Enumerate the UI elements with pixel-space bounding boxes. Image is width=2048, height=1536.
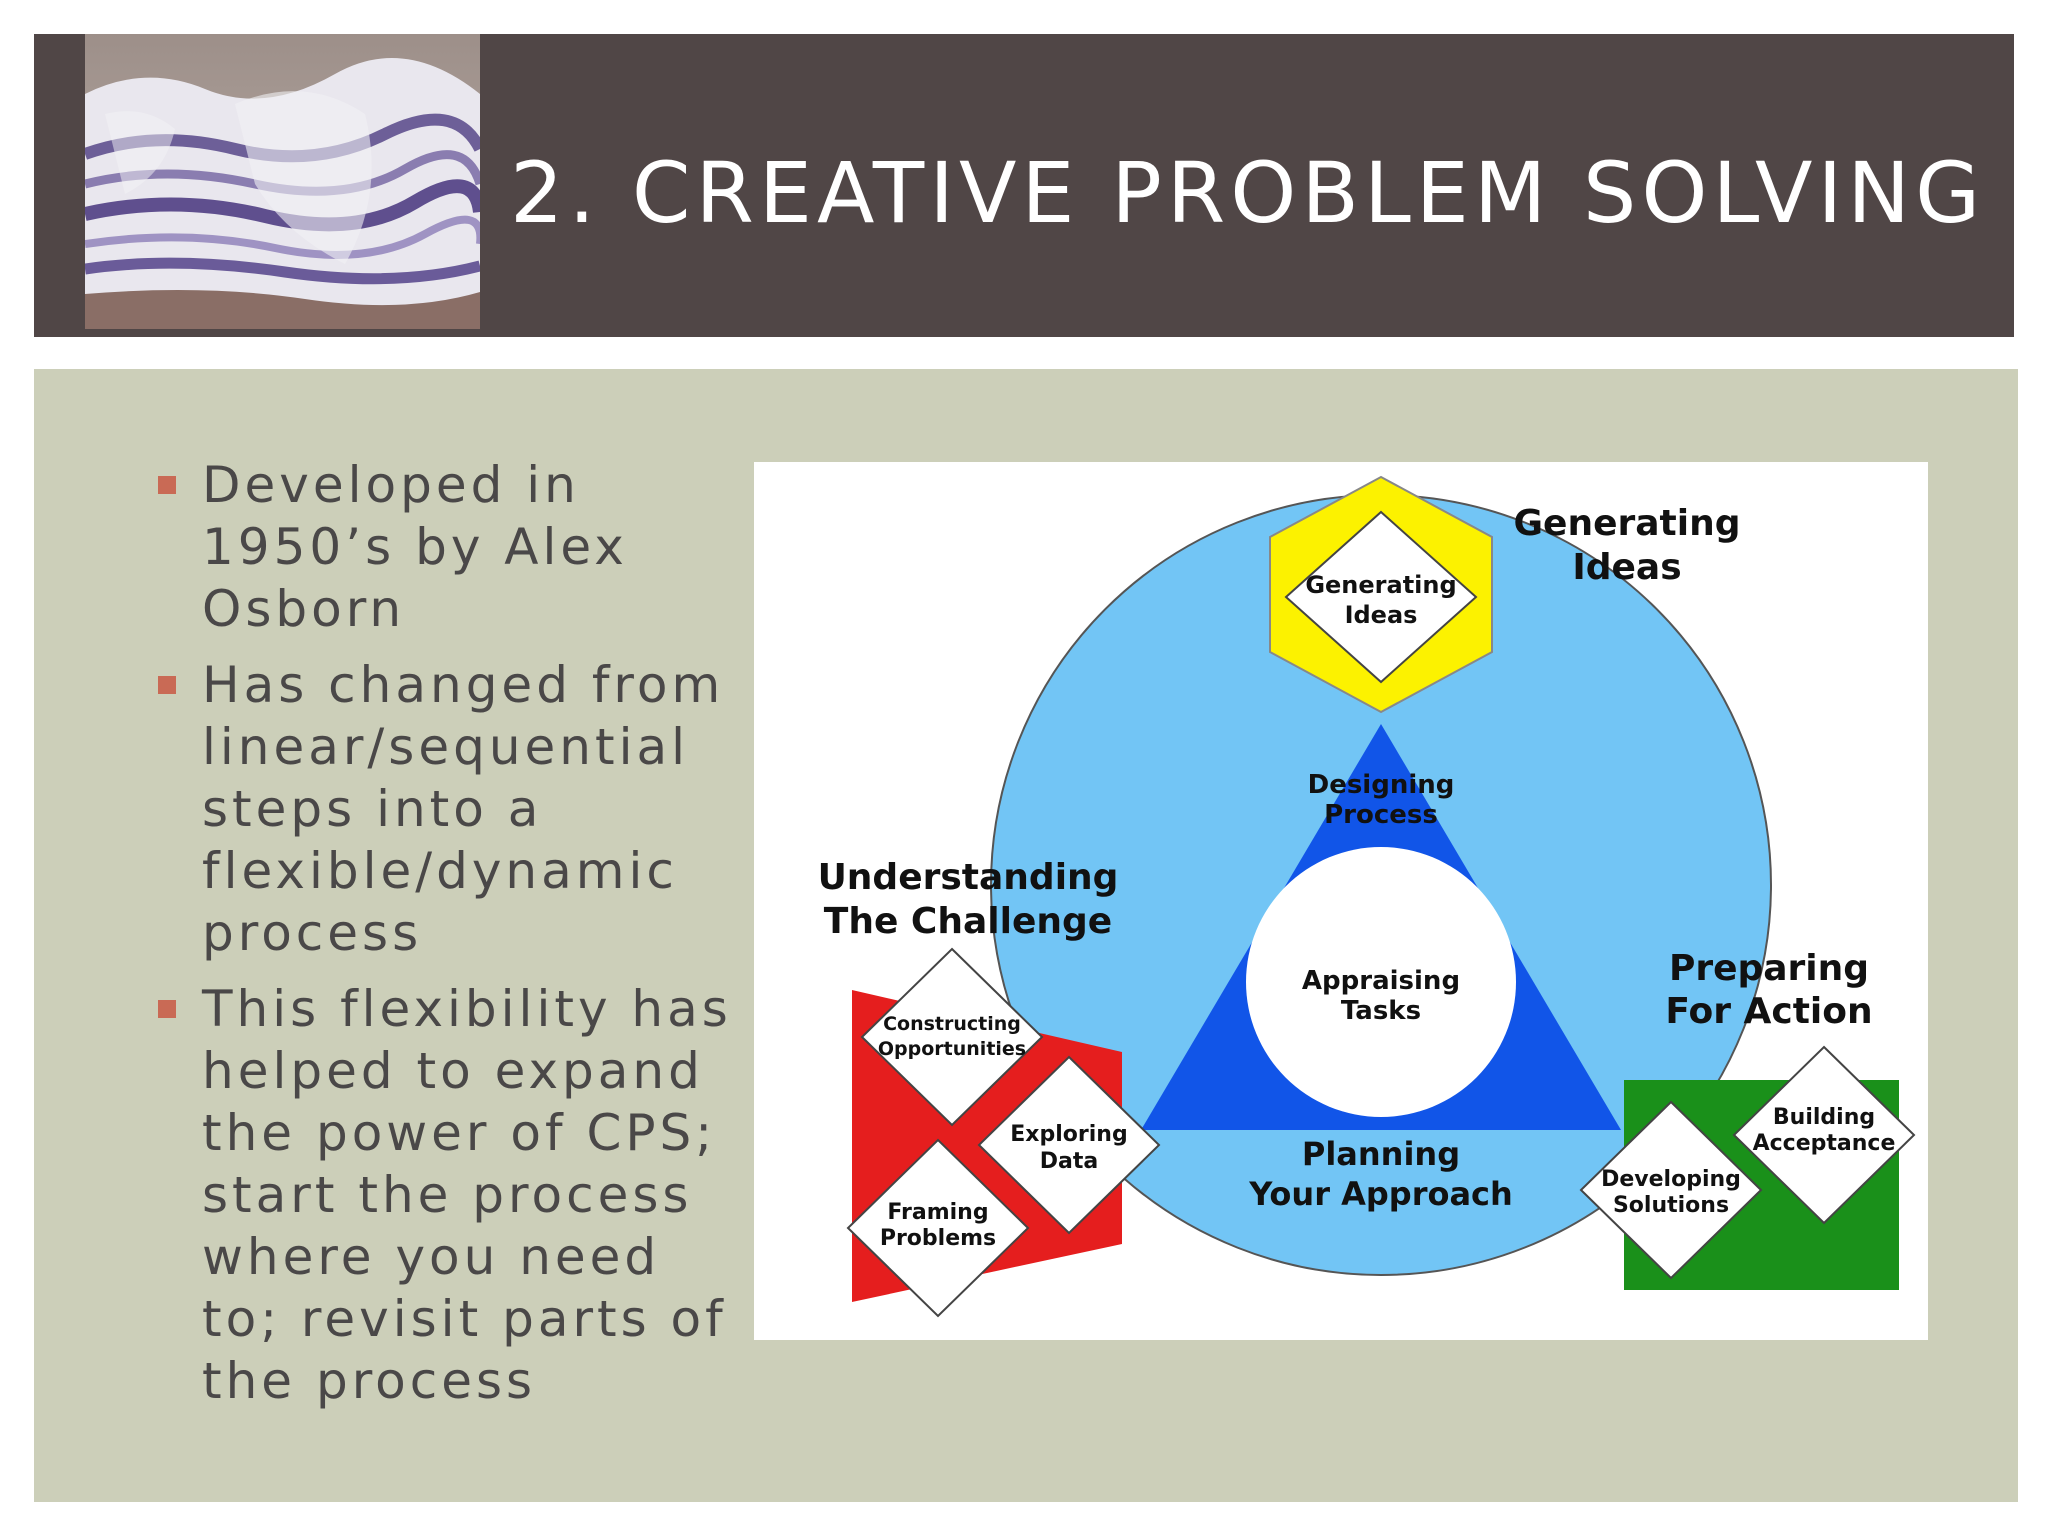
diamond-framing-problems [846,1138,1030,1318]
diamond-building-acceptance [1732,1045,1916,1225]
appraising-tasks-circle [1246,847,1516,1117]
diamond-generating-ideas [1284,510,1478,684]
bullet-text: This flexibility has helped to expand th… [202,980,732,1410]
diamond-developing-solutions [1579,1100,1763,1280]
square-bullet-icon [158,676,176,694]
slide-title: 2. CREATIVE PROBLEM SOLVING [510,144,1986,242]
diamond-constructing-opportunities [860,947,1044,1127]
bullet-item: Developed in 1950’s by Alex Osborn [122,454,742,640]
title-bar: 2. CREATIVE PROBLEM SOLVING [34,34,2014,337]
bullet-text: Has changed from linear/sequential steps… [202,656,725,962]
square-bullet-icon [158,1000,176,1018]
bullet-item: Has changed from linear/sequential steps… [122,654,742,964]
header-landscape-photo [85,34,480,329]
diamond-exploring-data [977,1055,1161,1235]
bullet-text: Developed in 1950’s by Alex Osborn [202,456,628,638]
bullet-item: This flexibility has helped to expand th… [122,978,742,1412]
bullet-list: Developed in 1950’s by Alex Osborn Has c… [122,454,742,1426]
square-bullet-icon [158,476,176,494]
